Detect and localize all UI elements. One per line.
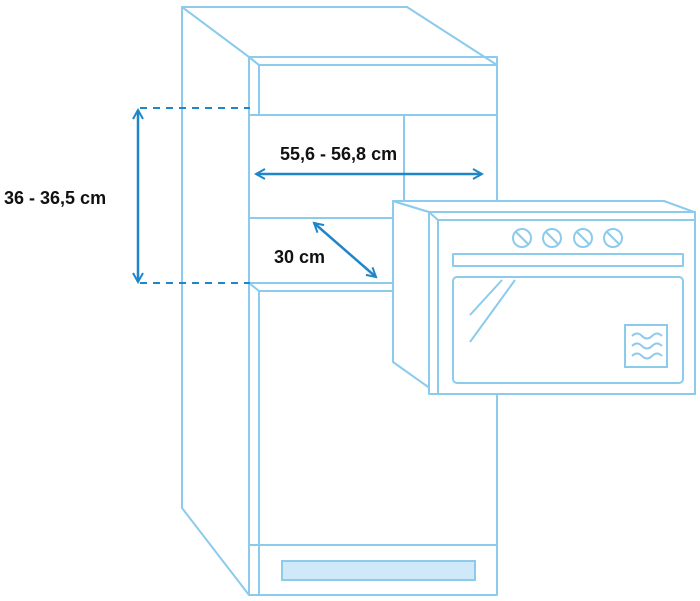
depth-arrow: [314, 223, 376, 277]
oven-knob: [603, 228, 623, 248]
cabinet-top-drawer: [248, 56, 498, 116]
oven-knobs: [512, 228, 623, 248]
cabinet-side-panel: [181, 6, 250, 596]
oven-front-inner: [437, 219, 696, 395]
dimension-width: 55,6 - 56,8 cm: [256, 144, 482, 174]
microwave-waves-icon: [624, 324, 668, 368]
oven-knob: [542, 228, 562, 248]
oven-front-frame: [428, 211, 696, 395]
dimension-depth: 30 cm: [274, 223, 376, 277]
cabinet-handle-bar: [281, 560, 476, 581]
oven-knob: [512, 228, 532, 248]
oven-knob: [573, 228, 593, 248]
oven-body-top: [392, 200, 695, 213]
width-label: 55,6 - 56,8 cm: [280, 144, 397, 164]
height-label: 36 - 36,5 cm: [4, 188, 106, 208]
cabinet-lower-door: [249, 291, 497, 546]
dimension-height: 36 - 36,5 cm: [4, 107, 250, 284]
window-reflection: [469, 279, 516, 343]
oven: [392, 200, 696, 395]
depth-label: 30 cm: [274, 247, 325, 267]
oven-door-window: [452, 276, 684, 384]
oven-control-strip: [452, 253, 684, 267]
window-reflection: [469, 279, 503, 316]
